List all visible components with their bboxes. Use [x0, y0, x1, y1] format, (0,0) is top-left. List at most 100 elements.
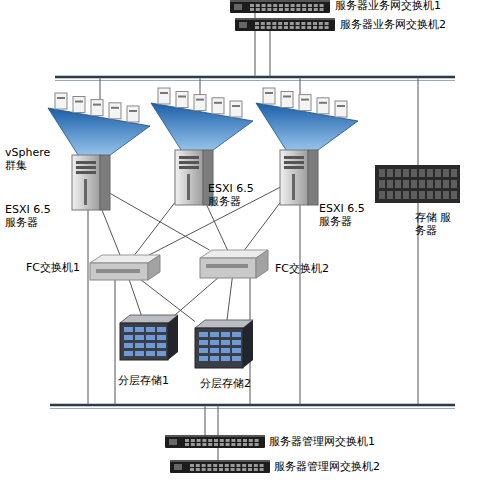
switch-port: [267, 22, 271, 25]
switch-port: [256, 4, 260, 7]
bus-wires: [88, 13, 418, 460]
switch-port: [202, 464, 206, 467]
switch-port: [236, 464, 240, 467]
tower-stripe: [187, 174, 190, 200]
storage-drive: [124, 351, 133, 356]
tower-bay: [284, 156, 304, 159]
switch-port: [214, 443, 218, 446]
tower-icon: [72, 155, 110, 210]
switch-port: [226, 439, 230, 442]
switch-port: [191, 443, 195, 446]
switch-port: [231, 443, 235, 446]
storage-drive: [210, 332, 219, 337]
switch-port: [273, 8, 277, 11]
switch-port: [243, 439, 247, 442]
storage-drive: [210, 340, 219, 345]
switch-port: [272, 22, 276, 25]
fc-side: [148, 255, 160, 280]
storage-drive: [221, 356, 230, 361]
switch-port: [220, 443, 224, 446]
switch-port: [285, 4, 289, 7]
cluster-label: vSphere 群集: [5, 146, 57, 172]
esxi-server: ESXI 6.5 服务器: [72, 155, 110, 210]
node-label: FC交换机1: [26, 261, 80, 274]
switch-port: [307, 26, 311, 29]
rack-bay: [403, 191, 409, 199]
node-label: 服务器管理网交换机2: [274, 460, 380, 473]
switch-port: [325, 22, 329, 25]
switch-port: [248, 468, 252, 471]
storage-drive: [124, 343, 133, 348]
storage-drive: [157, 351, 166, 356]
switch-port: [213, 464, 217, 467]
storage-drive: [232, 356, 241, 361]
switch-port: [185, 443, 189, 446]
rack-bay: [411, 191, 417, 199]
switch-port: [267, 8, 271, 11]
management-bus: [50, 404, 455, 407]
rack-icon: [375, 165, 460, 203]
rack-bay: [379, 169, 385, 177]
switch-port: [231, 464, 235, 467]
storage-side: [243, 320, 253, 368]
switch-port: [191, 439, 195, 442]
storage-drive: [221, 340, 230, 345]
switch-port: [254, 464, 258, 467]
fc-front: [200, 258, 256, 278]
storage-drive: [232, 332, 241, 337]
storage-drive: [135, 351, 144, 356]
switch-led: [169, 439, 177, 445]
fc-link: [135, 202, 175, 255]
tower-bay: [76, 166, 96, 169]
switch-port: [291, 8, 295, 11]
switch-port: [261, 26, 265, 29]
rack-bay: [411, 180, 417, 188]
wire: [270, 31, 271, 77]
rack-bay: [427, 180, 433, 188]
switch-port: [273, 4, 277, 7]
storage-drive: [210, 348, 219, 353]
switch-port: [242, 464, 246, 467]
fc-link: [175, 278, 218, 315]
switch-port: [202, 439, 206, 442]
switch-port: [302, 4, 306, 7]
switch-port: [284, 26, 288, 29]
fc-switch: FC交换机2: [200, 250, 268, 278]
rack-bay: [435, 191, 441, 199]
switch-port: [255, 443, 259, 446]
tower-stripe: [84, 179, 87, 205]
switch-port: [301, 26, 305, 29]
rack-bay: [419, 191, 425, 199]
fc-icon: [200, 250, 268, 278]
fc-ports: [206, 264, 248, 268]
switch-port: [197, 439, 201, 442]
rack-body: [375, 165, 460, 203]
rack-bay: [451, 180, 457, 188]
switch-port: [213, 468, 217, 471]
management-switch: 服务器管理网交换机2: [170, 460, 270, 473]
tower-front: [72, 155, 100, 210]
switch-port: [278, 26, 282, 29]
switch-port: [237, 439, 241, 442]
node-label: 分层存储1: [118, 374, 169, 387]
switch-port: [214, 439, 218, 442]
rack-bay: [451, 169, 457, 177]
switch-port: [196, 464, 200, 467]
node-label: 服务器业务网交换机2: [340, 18, 446, 31]
rack-bay: [379, 180, 385, 188]
switch-port: [301, 22, 305, 25]
fc-link: [129, 280, 141, 315]
fc-link: [245, 203, 280, 250]
switch-port: [261, 22, 265, 25]
rack-bay: [411, 169, 417, 177]
switch-port: [279, 8, 283, 11]
rack-bay: [395, 169, 401, 177]
rack-bay: [387, 191, 393, 199]
storage-drive: [135, 335, 144, 340]
node-label: ESXI 6.5 服务器: [208, 182, 258, 208]
rack-bay: [379, 191, 385, 199]
switch-port: [208, 439, 212, 442]
node-label: 分层存储2: [200, 377, 251, 390]
rack-bay: [435, 180, 441, 188]
storage-drive: [199, 348, 208, 353]
